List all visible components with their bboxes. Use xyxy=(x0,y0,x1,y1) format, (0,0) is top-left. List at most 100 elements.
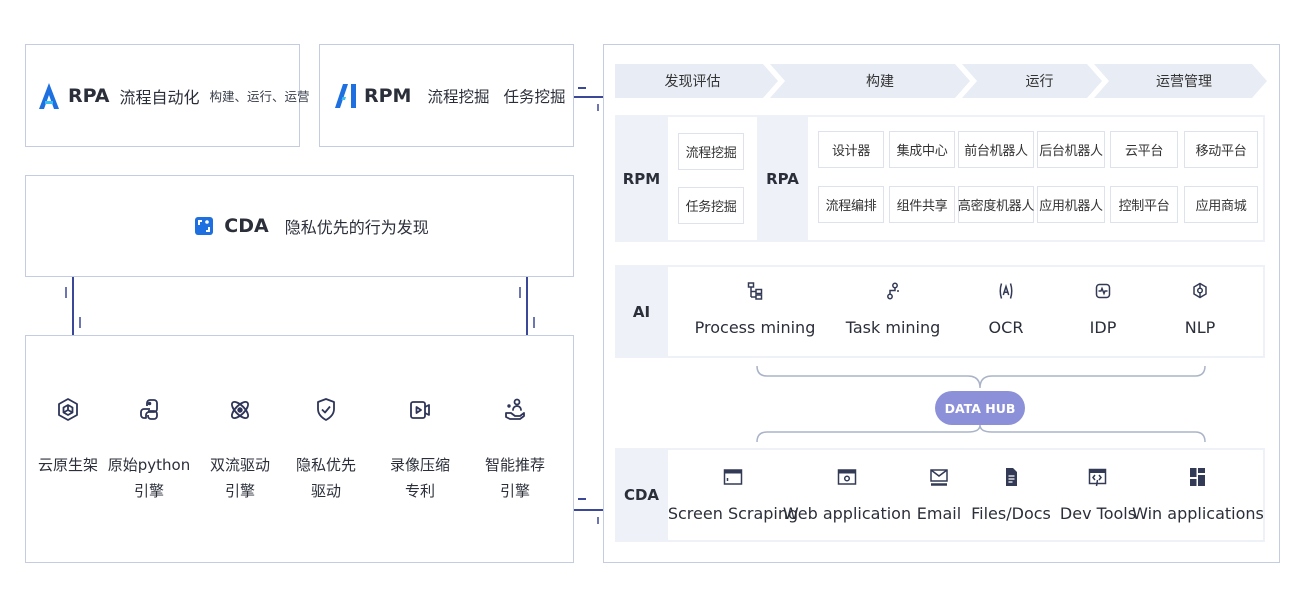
feature-label-line1: 录像压缩 xyxy=(389,456,450,474)
rpa-chip: 移动平台 xyxy=(1184,131,1258,168)
shield-check-icon xyxy=(314,396,338,424)
feature-smart-recommend: 智能推荐 引擎 xyxy=(465,396,565,504)
ai-item-label: OCR xyxy=(988,318,1024,337)
email-icon xyxy=(929,465,949,489)
rpm-chip-process-mining: 流程挖掘 xyxy=(678,133,744,170)
rpa-title: 流程自动化 xyxy=(119,87,200,107)
stage-chevron-3 xyxy=(962,64,1102,98)
ai-side-label: AI xyxy=(632,302,651,321)
architecture-panel xyxy=(603,44,1280,563)
ai-item-nlp: NLP xyxy=(1140,280,1260,340)
feature-label-line1: 云原生架 xyxy=(37,456,98,474)
cda-item-screen-scraping: Screen Scraping xyxy=(668,465,798,526)
rpa-chip: 前台机器人 xyxy=(958,131,1034,168)
rpa-chip: 流程编排 xyxy=(818,186,884,223)
rpm-logo-icon xyxy=(334,83,358,109)
cda-item-files-docs: Files/Docs xyxy=(946,465,1076,526)
stage-chevron-4 xyxy=(1094,64,1267,98)
nlp-icon xyxy=(1192,280,1208,302)
rpa-logo-icon xyxy=(38,81,60,111)
feature-dual-stream-engine: 双流驱动 引擎 xyxy=(190,396,290,504)
connector-left-1 xyxy=(65,277,81,335)
feature-video-compression: 录像压缩 专利 xyxy=(370,396,470,504)
cda-panel xyxy=(668,450,1263,540)
feature-label-line1: 双流驱动 xyxy=(209,456,270,474)
rpm-name: RPM xyxy=(364,84,412,107)
video-record-icon xyxy=(408,396,432,424)
rpa-chip: 后台机器人 xyxy=(1037,131,1105,168)
cda-side-label: CDA xyxy=(623,486,660,504)
feature-python-engine: 原始python 引擎 xyxy=(99,396,199,504)
cda-logo-icon xyxy=(194,215,214,237)
stage-build: 构建 xyxy=(866,74,894,90)
ai-item-process-mining: Process mining xyxy=(695,280,815,340)
connector-left-2 xyxy=(519,277,535,335)
ai-item-label: Process mining xyxy=(694,318,816,337)
feature-label-line2: 引擎 xyxy=(224,482,255,500)
ai-item-label: Task mining xyxy=(845,318,941,337)
rpa-subtitle: 构建、运行、运营 xyxy=(209,89,310,104)
connector-bottom-right xyxy=(574,498,603,524)
feature-label-line2: 引擎 xyxy=(499,482,530,500)
rpm-chip-task-mining: 任务挖掘 xyxy=(678,187,744,224)
rpa-chip: 应用商城 xyxy=(1184,186,1258,223)
cda-item-web-application: Web application xyxy=(782,465,912,526)
win-applications-icon xyxy=(1188,465,1208,489)
rpm-item-process-mining: 流程挖掘 xyxy=(427,87,490,106)
rpa-name: RPA xyxy=(68,84,110,107)
feature-label-line2: 专利 xyxy=(404,482,435,500)
process-mining-icon xyxy=(747,280,763,302)
cda-item-dev-tools: Dev Tools xyxy=(1033,465,1163,526)
stage-chevron-1 xyxy=(615,64,778,98)
data-hub-badge: DATA HUB xyxy=(935,391,1025,425)
stage-chevron-2 xyxy=(770,64,970,98)
cda-name: CDA xyxy=(224,215,269,237)
idp-icon xyxy=(1095,280,1111,302)
ocr-icon xyxy=(998,280,1014,302)
feature-label-line1: 原始python xyxy=(107,456,191,474)
web-application-icon xyxy=(837,465,857,489)
rpa-box: RPA 流程自动化 构建、运行、运营 xyxy=(25,44,310,147)
cda-title: 隐私优先的行为发现 xyxy=(284,218,429,237)
brace-top xyxy=(756,365,1206,389)
features-box xyxy=(25,335,574,563)
task-mining-icon xyxy=(885,280,901,302)
rpa-chip: 高密度机器人 xyxy=(958,186,1034,223)
cda-item-label: Dev Tools xyxy=(1059,504,1137,523)
rpa-chip: 组件共享 xyxy=(889,186,955,223)
cda-item-email: Email xyxy=(874,465,1004,526)
feature-privacy-first: 隐私优先 驱动 xyxy=(276,396,376,504)
rpa-chip: 应用机器人 xyxy=(1037,186,1105,223)
ai-item-ocr: OCR xyxy=(946,280,1066,340)
cda-item-label: Win applications xyxy=(1132,504,1264,523)
rpa-chip: 集成中心 xyxy=(889,131,955,168)
ai-item-idp: IDP xyxy=(1043,280,1163,340)
rpa-chip: 设计器 xyxy=(818,131,884,168)
rpa-chip: 云平台 xyxy=(1110,131,1178,168)
ai-item-label: IDP xyxy=(1089,318,1117,337)
feature-label-line2: 引擎 xyxy=(133,482,164,500)
brace-bottom xyxy=(756,424,1206,443)
screen-scraping-icon xyxy=(723,465,743,489)
rpm-side-label: RPM xyxy=(622,169,661,188)
ai-item-task-mining: Task mining xyxy=(833,280,953,340)
rpm-item-task-mining: 任务挖掘 xyxy=(503,87,566,106)
stage-run: 运行 xyxy=(1025,74,1054,90)
feature-cloud-native: 云原生架 xyxy=(18,396,118,478)
cda-item-label: Web application xyxy=(782,504,912,523)
rpa-side-label: RPA xyxy=(766,169,799,188)
stage-operate: 运营管理 xyxy=(1156,74,1212,90)
ai-item-label: NLP xyxy=(1184,318,1216,337)
cda-box: CDA 隐私优先的行为发现 xyxy=(25,175,574,277)
feature-label-line1: 智能推荐 xyxy=(484,456,545,474)
dual-stream-icon xyxy=(228,396,252,424)
connector-top-right xyxy=(574,87,603,111)
feature-label-line1: 隐私优先 xyxy=(295,456,356,474)
cloud-native-icon xyxy=(56,396,80,424)
python-icon xyxy=(137,396,161,424)
smart-recommend-icon xyxy=(503,396,527,424)
files-docs-icon xyxy=(1001,465,1021,489)
rpm-box: RPM 流程挖掘 任务挖掘 xyxy=(319,44,574,147)
cda-item-label: Files/Docs xyxy=(971,504,1051,523)
